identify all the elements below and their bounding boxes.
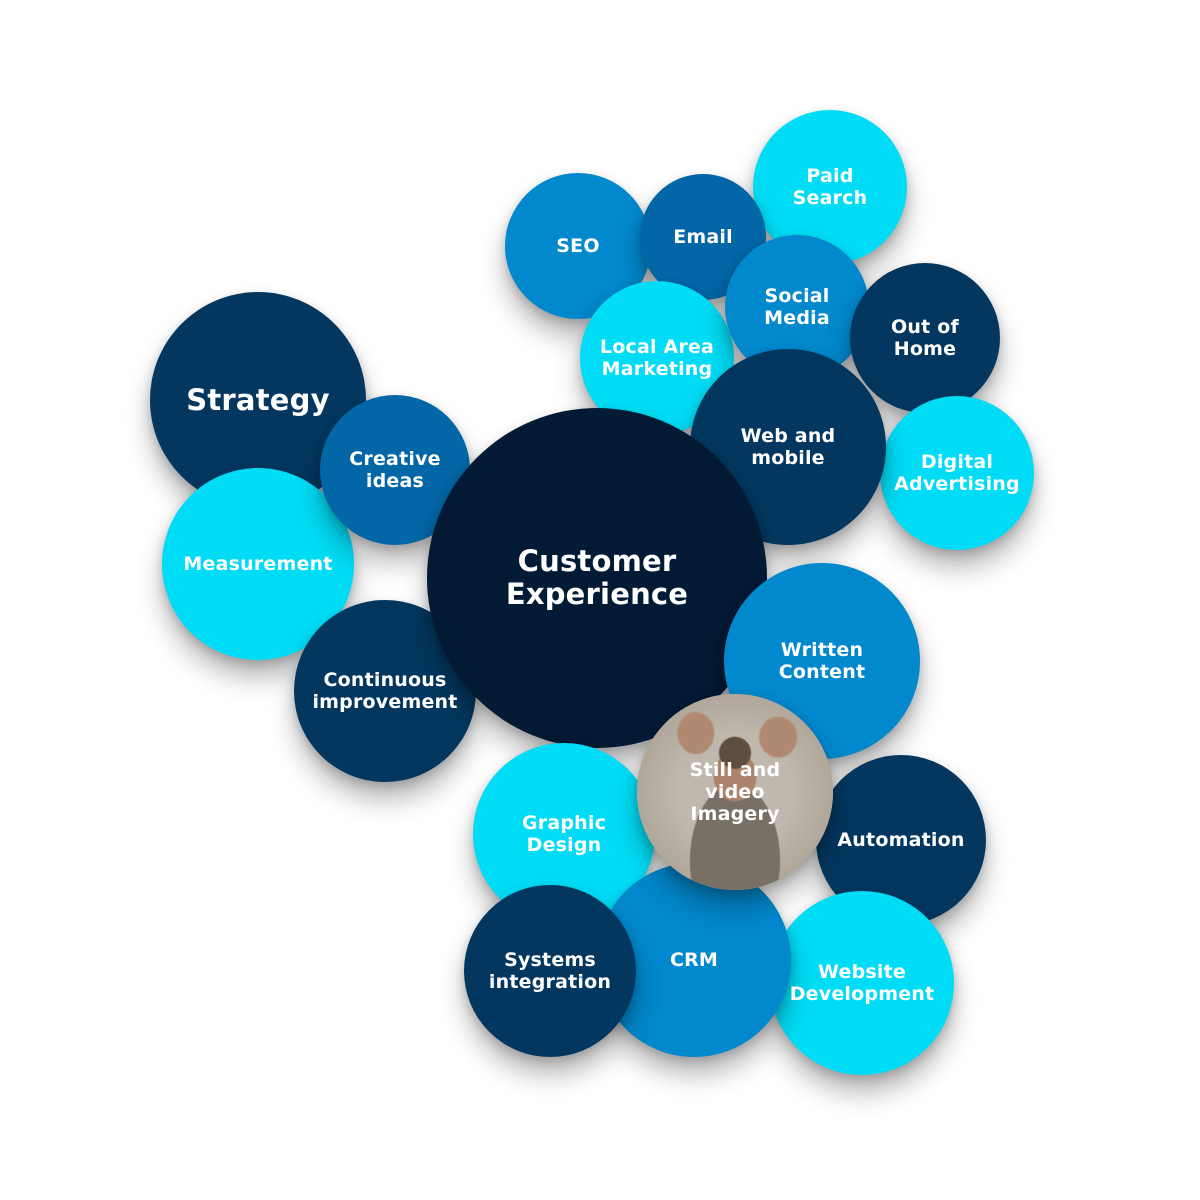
bubble-label-email: Email xyxy=(673,226,733,248)
bubble-label-customer-experience: Customer Experience xyxy=(505,544,689,611)
bubble-label-systems-integration: Systems integration xyxy=(488,949,612,993)
bubble-label-crm: CRM xyxy=(669,949,719,971)
bubble-digital-advertising: Digital Advertising xyxy=(880,396,1034,550)
bubble-label-seo: SEO xyxy=(556,235,600,257)
bubble-customer-experience: Customer Experience xyxy=(427,408,767,748)
bubble-label-out-of-home: Out of Home xyxy=(891,316,959,360)
bubble-label-paid-search: Paid Search xyxy=(792,165,868,209)
bubble-label-website-development: Website Development xyxy=(789,961,935,1005)
bubble-label-graphic-design: Graphic Design xyxy=(521,812,607,856)
bubble-label-strategy: Strategy xyxy=(186,382,330,417)
bubble-systems-integration: Systems integration xyxy=(464,885,636,1057)
bubble-label-web-and-mobile: Web and mobile xyxy=(740,425,836,469)
bubble-label-still-and-video-imagery: Still and video Imagery xyxy=(689,759,781,825)
bubble-label-local-area-marketing: Local Area Marketing xyxy=(599,336,715,380)
bubble-still-and-video-imagery: Still and video Imagery xyxy=(637,694,833,890)
bubble-label-creative-ideas: Creative ideas xyxy=(349,448,441,492)
portrait-photo-image xyxy=(637,694,833,890)
bubble-label-digital-advertising: Digital Advertising xyxy=(894,451,1020,495)
bubble-out-of-home: Out of Home xyxy=(850,263,1000,413)
bubble-website-development: Website Development xyxy=(770,891,954,1075)
bubble-label-social-media: Social Media xyxy=(764,285,830,329)
photo-overlay xyxy=(637,694,833,890)
bubble-label-measurement: Measurement xyxy=(183,553,333,575)
bubble-label-written-content: Written Content xyxy=(778,639,866,683)
bubble-label-continuous-improvement: Continuous improvement xyxy=(312,669,458,713)
bubble-label-automation: Automation xyxy=(837,829,965,851)
